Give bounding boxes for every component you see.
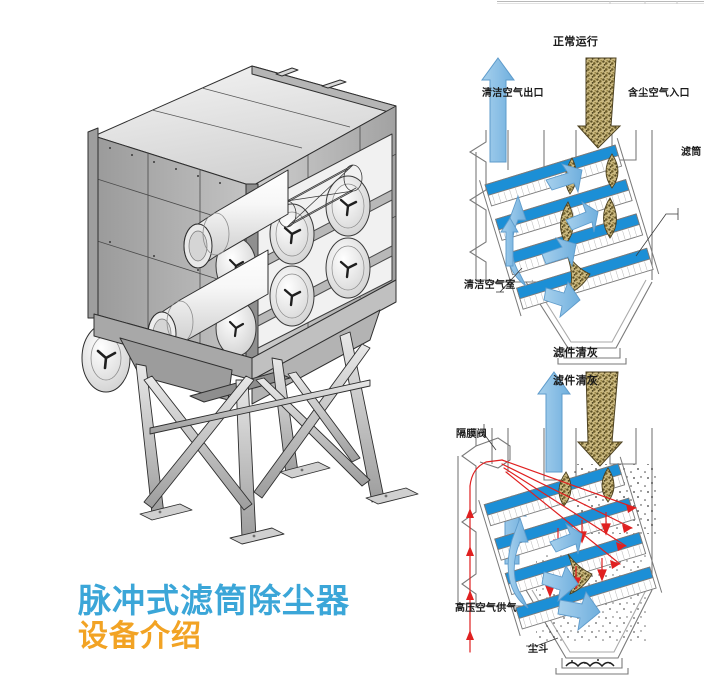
label-dust-hopper: 尘斗 — [528, 644, 549, 655]
dust-collector-3d-illustration — [81, 65, 419, 545]
clean-air-up-arrow-cleaning — [537, 371, 571, 473]
label-filter-cartridge: 滤筒 — [681, 147, 702, 158]
clean-air-up-arrow — [481, 57, 515, 163]
label-clean-air-outlet: 清洁空气出口 — [482, 88, 544, 99]
heading-filter-cleaning: 滤件清灰 — [553, 374, 599, 387]
dusty-air-down-stream-cleaning — [576, 371, 624, 467]
label-clean-air-chamber: 清洁空气室 — [464, 280, 516, 291]
dusty-air-down-stream — [576, 57, 622, 149]
heading-normal-operation: 正常运行 — [553, 35, 599, 48]
schematic-normal-operation — [468, 57, 679, 365]
schematic-filter-cleaning — [457, 371, 663, 675]
caption-normal-operation: 滤件清灰 — [553, 346, 599, 359]
label-dusty-air-inlet: 含尘空气入口 — [628, 88, 690, 99]
label-compressed-air-supply: 高压空气供气 — [455, 603, 517, 614]
top-hairline-strip — [497, 1, 704, 4]
title-line-1: 脉冲式滤筒除尘器 — [78, 581, 350, 620]
label-diaphragm-valve: 隔膜阀 — [456, 429, 487, 440]
title-block: 脉冲式滤筒除尘器 设备介绍 — [78, 581, 408, 678]
title-line-2: 设备介绍 — [78, 618, 202, 654]
